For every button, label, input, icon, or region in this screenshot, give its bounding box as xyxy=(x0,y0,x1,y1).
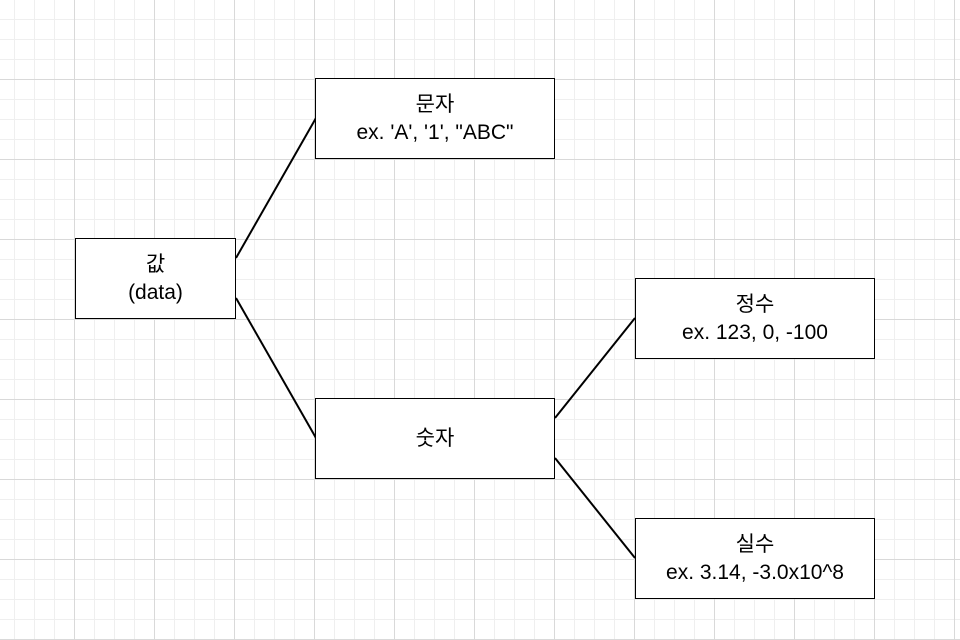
node-real[interactable]: 실수 ex. 3.14, -3.0x10^8 xyxy=(635,518,875,599)
node-value[interactable]: 값 (data) xyxy=(75,238,236,319)
node-real-subtitle: ex. 3.14, -3.0x10^8 xyxy=(666,560,844,584)
node-real-title: 실수 xyxy=(735,532,775,556)
node-integer[interactable]: 정수 ex. 123, 0, -100 xyxy=(635,278,875,359)
node-integer-subtitle: ex. 123, 0, -100 xyxy=(682,320,828,344)
node-char-title: 문자 xyxy=(415,92,455,116)
node-number-title: 숫자 xyxy=(415,426,455,450)
node-value-subtitle: (data) xyxy=(128,280,183,304)
node-value-title: 값 xyxy=(145,252,166,276)
edge-value-char xyxy=(235,117,317,259)
node-char[interactable]: 문자 ex. 'A', '1', "ABC" xyxy=(315,78,555,159)
edge-value-number xyxy=(235,297,317,439)
node-char-subtitle: ex. 'A', '1', "ABC" xyxy=(356,120,514,144)
edge-number-integer xyxy=(554,317,636,419)
node-integer-title: 정수 xyxy=(735,292,775,316)
edge-number-real xyxy=(554,457,636,559)
node-number[interactable]: 숫자 xyxy=(315,398,555,479)
